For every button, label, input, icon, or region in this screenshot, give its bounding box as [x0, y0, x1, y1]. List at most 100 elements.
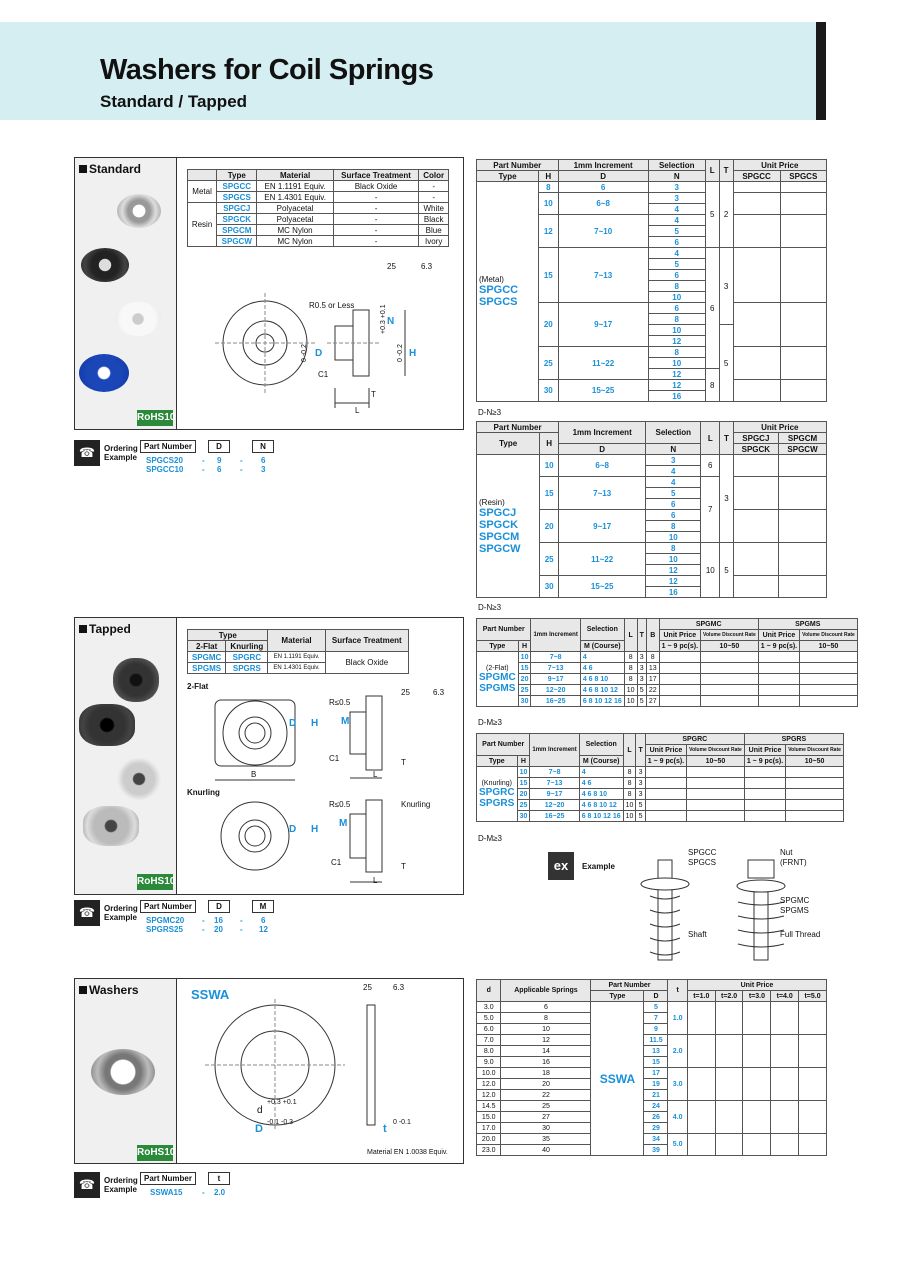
tapped-image-1 [113, 658, 159, 702]
phone-icon: ☎ [74, 900, 100, 926]
rohs-badge: RoHS10 [137, 1145, 175, 1161]
roughness-25: 25 [387, 262, 396, 271]
t-tol: 0 -0.1 [393, 1119, 411, 1126]
ex-l2: SPGCS [688, 858, 717, 867]
page-header: Washers for Coil Springs Standard / Tapp… [0, 22, 826, 120]
d-label: D [315, 348, 323, 359]
n-tol: +0.3 +0.1 [380, 304, 387, 334]
ex-r2: (FRNT) [780, 858, 807, 867]
resin-note: D-N≥3 [478, 603, 502, 612]
c1-label: C1 [329, 754, 340, 763]
page-title: Washers for Coil Springs [100, 54, 434, 86]
material-note: Material EN 1.0038 Equiv. [367, 1149, 448, 1156]
flat-note: D-M≥3 [478, 718, 502, 727]
c1-label: C1 [318, 370, 329, 379]
knurl-callout: Knurling [401, 800, 431, 809]
t-label: T [371, 390, 376, 399]
washer-drawing [205, 999, 376, 1131]
roughness-25: 25 [363, 983, 372, 992]
standard-title: Standard [79, 162, 141, 176]
tapped-sidebar: Tapped RoHS10 [75, 618, 177, 894]
d-label-2: D [289, 824, 297, 835]
b-label: B [251, 770, 257, 779]
flat-label: 2-Flat [187, 682, 209, 691]
ordering-label: Ordering Example [104, 1176, 138, 1194]
d-label: D [289, 718, 297, 729]
ex-r3: SPGMC [780, 896, 810, 905]
washer-image-blue [79, 354, 129, 392]
standard-ordering-example: ☎ Ordering Example Part Number D N SPGCS… [74, 440, 374, 480]
n-label: N [387, 316, 395, 327]
washer-image-white [115, 302, 161, 336]
ex-r4: SPGMS [780, 906, 809, 915]
d-small-label: d [257, 1105, 263, 1116]
washers-panel: Washers RoHS10 SSWA 25 6.3 d +0.3 +0.1 D… [74, 978, 464, 1164]
d-small-tol: +0.3 +0.1 [267, 1099, 297, 1106]
washers-ordering-example: ☎ Ordering Example Part Number t SSWA15 … [74, 1172, 374, 1212]
m-label: M [341, 716, 350, 727]
roughness-63: 6.3 [421, 262, 433, 271]
standard-drawing [215, 293, 406, 408]
ordering-label: Ordering Example [104, 904, 138, 922]
washers-title: Washers [79, 983, 139, 997]
ex-l3: Shaft [688, 930, 707, 939]
knurl-label: Knurling [187, 788, 220, 797]
h-label-2: H [311, 824, 319, 835]
knurl-note: D-M≥3 [478, 834, 502, 843]
roughness-63: 6.3 [393, 983, 405, 992]
example-label: Example [582, 862, 615, 871]
page-subtitle: Standard / Tapped [100, 92, 248, 111]
standard-sidebar: Standard RoHS10 [75, 158, 177, 429]
tapped-image-4 [83, 806, 139, 846]
c1-label-2: C1 [331, 858, 342, 867]
ordering-label: Ordering Example [104, 444, 138, 462]
t-label-2: T [401, 862, 406, 871]
rohs-badge: RoHS10 [137, 410, 175, 426]
m-label-2: M [339, 818, 348, 829]
washer-image-black [81, 248, 129, 282]
d-tol: 0 -0.2 [301, 344, 308, 362]
l-label-2: L [373, 876, 378, 885]
phone-icon: ☎ [74, 1172, 100, 1198]
h-label: H [311, 718, 319, 729]
tapped-ordering-example: ☎ Ordering Example Part Number D M SPGMC… [74, 900, 374, 940]
r05-label: R0.5 or Less [309, 301, 355, 310]
example-section: ex Example SPGCC SPGCS Shaft Nut (FRNT) … [548, 848, 828, 968]
ex-r1: Nut [780, 848, 793, 857]
sswa-model: SSWA [191, 987, 230, 1002]
l-label: L [355, 406, 360, 415]
